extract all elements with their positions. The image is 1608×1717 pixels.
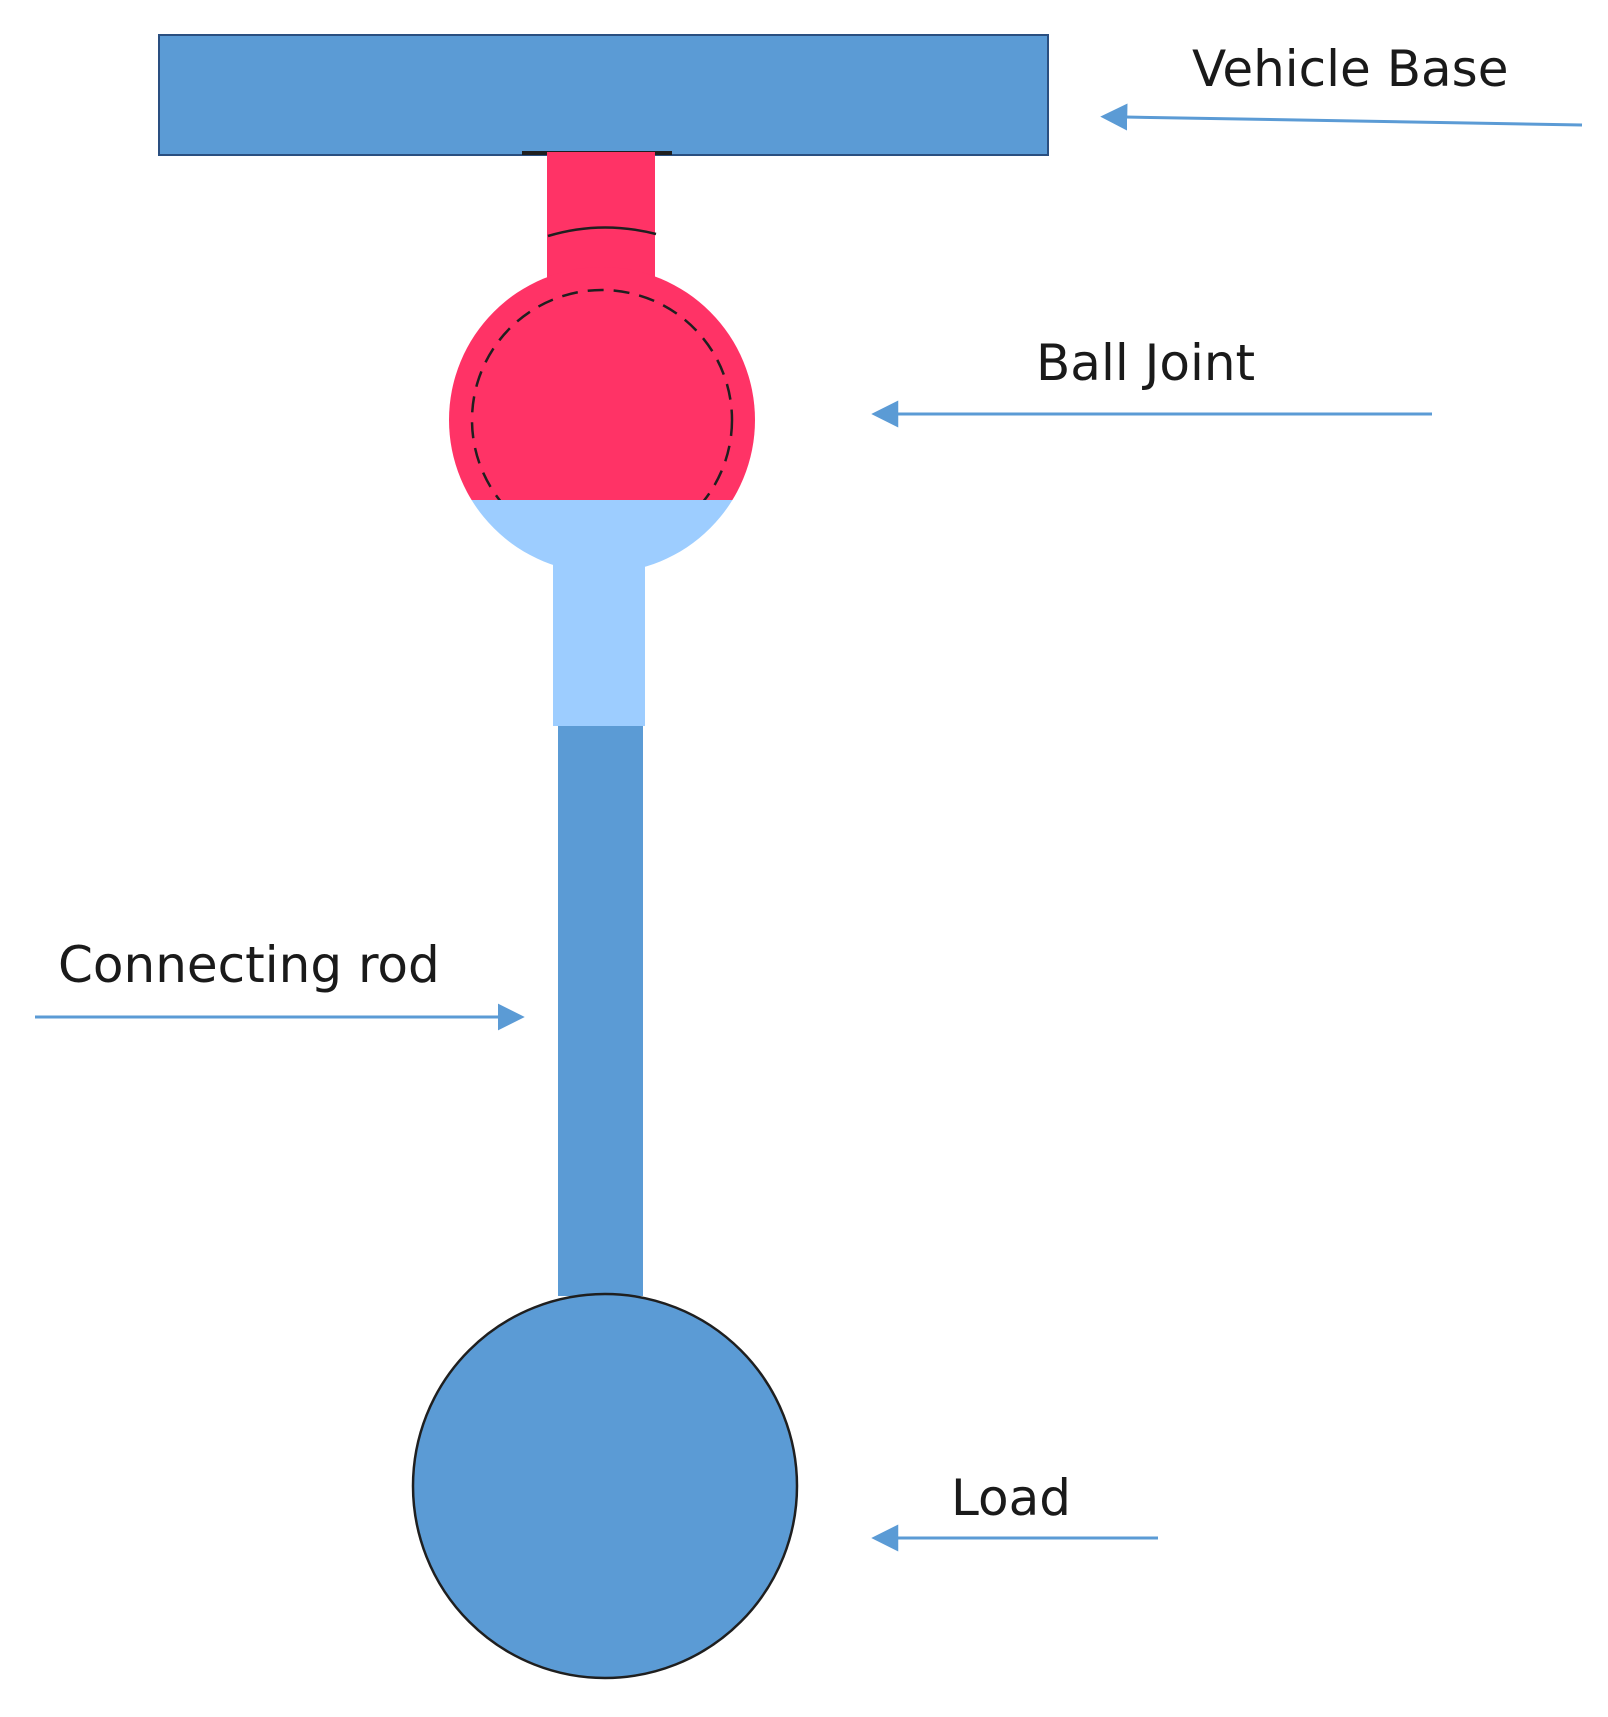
vehicle-base-arrow xyxy=(1100,103,1583,131)
ball-joint-dashed-outline xyxy=(470,288,734,500)
ball-joint-sphere xyxy=(449,267,755,500)
neck-arc-line xyxy=(547,226,657,238)
connecting-rod-label: Connecting rod xyxy=(58,936,440,994)
ball-joint-label: Ball Joint xyxy=(1036,334,1255,392)
ball-joint-socket xyxy=(471,500,733,573)
socket-stem xyxy=(553,540,645,726)
vehicle-base-label: Vehicle Base xyxy=(1192,40,1508,98)
load-mass xyxy=(411,1292,799,1680)
vehicle-base-plate xyxy=(158,34,1049,156)
load-label: Load xyxy=(951,1469,1071,1527)
connecting-rod xyxy=(558,726,643,1296)
